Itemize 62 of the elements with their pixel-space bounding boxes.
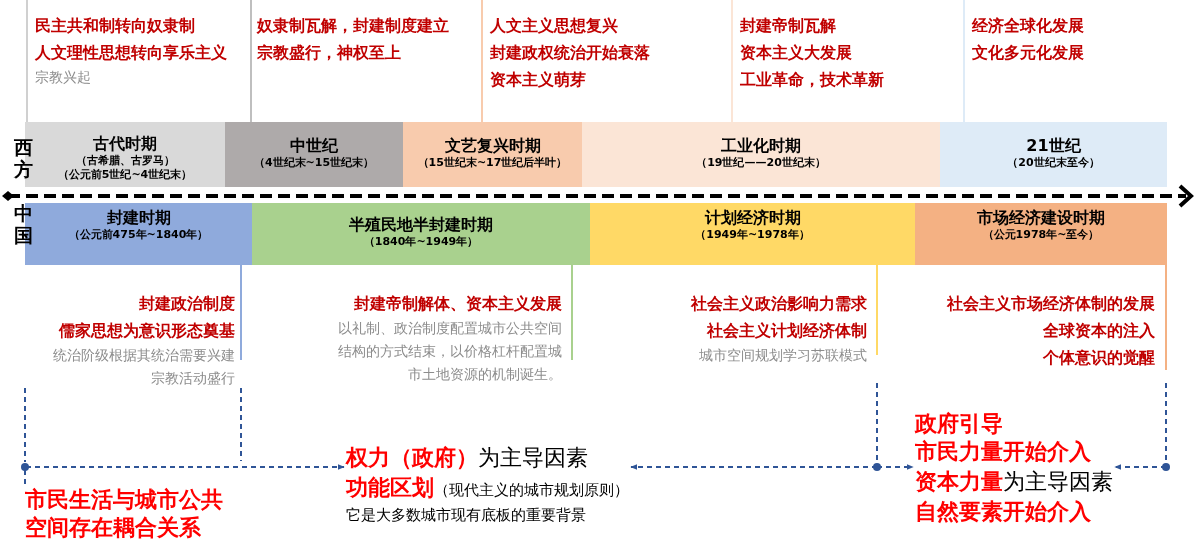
summary-text: 它是大多数城市现有底板的重要背景 xyxy=(346,505,587,526)
note-text: 工业革命，技术革新 xyxy=(740,69,884,91)
period-title: 古代时期 xyxy=(92,134,158,154)
period-date: （1840年~1949年） xyxy=(362,235,480,249)
summary-text: 资本力量为主导因素 xyxy=(915,468,1113,496)
note-text: 人文理性思想转向享乐主义 xyxy=(35,42,227,64)
period-title: 计划经济时期 xyxy=(703,208,802,228)
summary-text: 权力（政府）为主导因素 xyxy=(346,444,589,472)
period-band xyxy=(403,122,582,187)
period-title: 半殖民地半封建时期 xyxy=(348,215,494,235)
note-text: 经济全球化发展 xyxy=(972,15,1084,37)
note-text: 文化多元化发展 xyxy=(972,42,1084,64)
note-text: 城市空间规划学习苏联模式 xyxy=(698,346,867,365)
period-band xyxy=(225,122,403,187)
summary-text: 市民生活与城市公共空间存在耦合关系 xyxy=(25,486,224,541)
period-title: 工业化时期 xyxy=(720,136,802,156)
note-text: 宗教活动盛行 xyxy=(150,369,235,388)
note-text: 封建帝制解体、资本主义发展 xyxy=(353,293,562,315)
period-date: （19世纪——20世纪末） xyxy=(695,156,827,170)
note-text: 宗教盛行，神权至上 xyxy=(257,42,402,64)
period-title: 中世纪 xyxy=(289,136,339,156)
note-text: 奴隶制瓦解，封建制度建立 xyxy=(257,15,449,37)
period-band xyxy=(252,203,590,265)
summary-text: 政府引导 xyxy=(915,410,1004,438)
summary-text: 功能区划（现代主义的城市规划原则） xyxy=(346,474,629,502)
note-text: 全球资本的注入 xyxy=(1042,320,1155,342)
summary-text: 市民力量开始介入 xyxy=(915,438,1092,466)
summary-text: 自然要素开始介入 xyxy=(915,498,1092,526)
region-label: 中国 xyxy=(14,202,34,246)
period-date: （15世纪末~17世纪后半叶） xyxy=(416,156,569,170)
period-title: 封建时期 xyxy=(105,208,172,228)
note-text: 资本主义萌芽 xyxy=(490,69,587,91)
period-title: 市场经济建设时期 xyxy=(976,208,1106,228)
note-text: 宗教兴起 xyxy=(35,68,92,87)
note-text: 以礼制、政治制度配置城市公共空间结构的方式结束，以价格杠杆配置城市土地资源的机制诞生。 xyxy=(337,319,562,384)
period-title: 文艺复兴时期 xyxy=(443,136,542,156)
note-text: 个体意识的觉醒 xyxy=(1042,347,1155,369)
period-band xyxy=(915,203,1167,265)
note-text: 封建政权统治开始衰落 xyxy=(490,42,650,64)
period-date: （公元前475年~1840年） xyxy=(67,228,210,242)
period-band xyxy=(590,203,915,265)
period-title: 21世纪 xyxy=(1025,136,1082,156)
period-date: （4世纪末~15世纪末） xyxy=(252,156,376,170)
note-text: 统治阶级根据其统治需要兴建 xyxy=(53,346,235,365)
region-label: 西方 xyxy=(14,136,34,180)
period-date: （1949年~1978年） xyxy=(694,228,811,242)
note-text: 社会主义政治影响力需求 xyxy=(691,293,867,315)
note-text: 人文主义思想复兴 xyxy=(490,15,619,37)
period-band xyxy=(582,122,940,187)
note-text: 儒家思想为意识形态奠基 xyxy=(57,320,235,342)
note-text: 社会主义市场经济体制的发展 xyxy=(947,293,1155,315)
period-band xyxy=(940,122,1167,187)
period-date: （古希腊、古罗马） xyxy=(74,154,176,168)
period-date: （公元前5世纪~4世纪末） xyxy=(56,168,194,182)
period-date: （20世纪末至今） xyxy=(1006,156,1101,170)
note-text: 民主共和制转向奴隶制 xyxy=(35,15,196,37)
note-text: 社会主义计划经济体制 xyxy=(706,320,867,342)
note-text: 封建帝制瓦解 xyxy=(740,15,837,37)
arrow xyxy=(24,464,345,485)
note-text: 封建政治制度 xyxy=(138,293,235,315)
note-text: 资本主义大发展 xyxy=(740,42,853,64)
period-date: （公元1978年~至今） xyxy=(981,228,1101,242)
